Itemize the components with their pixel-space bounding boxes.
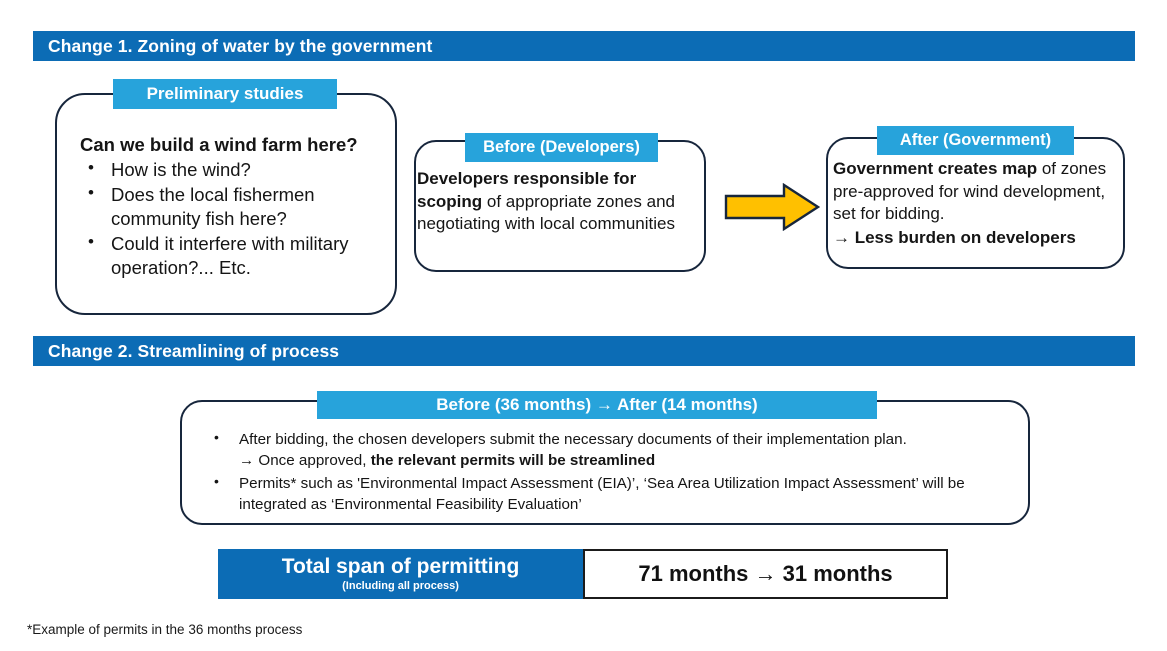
- bullet-main-text: After bidding, the chosen developers sub…: [239, 431, 907, 448]
- before-rest-text: of appropriate zones and negotiating wit…: [417, 191, 675, 234]
- bullet-sub-bold: the relevant permits will be streamlined: [370, 452, 656, 470]
- before-after-months-label: Before (36 months) → After (14 months): [436, 395, 758, 415]
- transition-arrow-icon: [724, 183, 820, 231]
- after-government-box: [826, 137, 1125, 269]
- total-span-label: Total span of permitting: [281, 554, 520, 578]
- bullet-sub-line: → Once approved, the relevant permits wi…: [239, 450, 1023, 471]
- list-item: How is the wind?: [80, 157, 390, 182]
- change1-section-header: Change 1. Zoning of water by the governm…: [33, 31, 1135, 61]
- before-after-months-tab: Before (36 months) → After (14 months): [317, 391, 877, 419]
- total-span-label-cell: Total span of permitting (Including all …: [218, 549, 583, 599]
- preliminary-heading: Can we build a wind farm here?: [80, 134, 358, 155]
- preliminary-studies-content: Can we build a wind farm here? How is th…: [80, 133, 390, 280]
- total-span-bar: Total span of permitting (Including all …: [218, 549, 948, 599]
- change2-section-header: Change 2. Streamlining of process: [33, 336, 1135, 366]
- change1-header-label: Change 1. Zoning of water by the governm…: [48, 35, 433, 56]
- list-item: After bidding, the chosen developers sub…: [198, 428, 1023, 472]
- list-item: Could it interfere with military operati…: [80, 231, 390, 280]
- before-bold-text: Developers responsible for scoping: [417, 169, 637, 211]
- after-government-content: Government creates map of zones pre-appr…: [833, 158, 1121, 249]
- preliminary-studies-tab-label: Preliminary studies: [146, 84, 304, 104]
- change2-header-label: Change 2. Streamlining of process: [48, 340, 340, 361]
- before-developers-box: [414, 140, 706, 272]
- after-government-tab-label: After (Government): [899, 130, 1052, 149]
- total-span-value: 71 months → 31 months: [638, 561, 893, 586]
- total-span-value-cell: 71 months → 31 months: [583, 549, 948, 599]
- list-item: Does the local fishermen community fish …: [80, 182, 390, 231]
- preliminary-bullet-list: How is the wind? Does the local fisherme…: [80, 157, 390, 280]
- preliminary-studies-tab: Preliminary studies: [113, 79, 337, 109]
- after-conclusion-text: → Less burden on developers: [833, 227, 1076, 247]
- footnote-text: *Example of permits in the 36 months pro…: [27, 622, 303, 637]
- after-government-tab: After (Government): [877, 126, 1074, 155]
- bullet-main-text: Permits* such as 'Environmental Impact A…: [239, 474, 965, 513]
- after-rest-text: of zones pre-approved for wind developme…: [833, 159, 1107, 224]
- list-item: Permits* such as 'Environmental Impact A…: [198, 472, 1023, 516]
- streamlining-content: After bidding, the chosen developers sub…: [198, 428, 1023, 516]
- before-developers-tab-label: Before (Developers): [483, 137, 640, 156]
- bullet-sub-prefix: → Once approved,: [239, 452, 371, 470]
- streamlining-bullet-list: After bidding, the chosen developers sub…: [198, 428, 1023, 516]
- total-span-sublabel: (Including all process): [342, 579, 459, 592]
- before-developers-tab: Before (Developers): [465, 133, 658, 162]
- after-bold-text: Government creates map: [833, 159, 1038, 178]
- before-developers-content: Developers responsible for scoping of ap…: [417, 168, 697, 236]
